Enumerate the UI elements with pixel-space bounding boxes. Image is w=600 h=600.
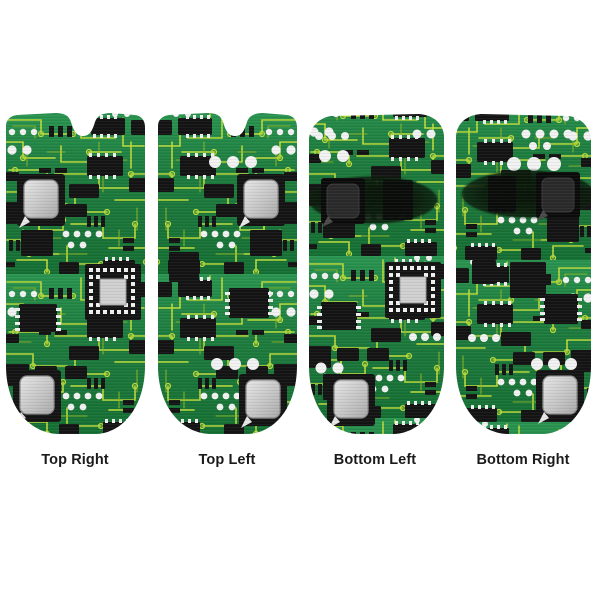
sock-top-right[interactable] xyxy=(3,112,148,437)
sock-bottom-right[interactable] xyxy=(452,112,597,437)
sock-bottom-right-art xyxy=(456,114,591,434)
sock-top-left[interactable] xyxy=(155,112,300,437)
sock-label-top-left: Top Left xyxy=(198,452,256,468)
sock-bottom-left-art xyxy=(309,114,444,434)
sock-bottom-left[interactable] xyxy=(305,112,450,437)
sock-label-bottom-left: Bottom Left xyxy=(333,452,417,468)
sock-label-bottom-right: Bottom Right xyxy=(476,452,570,468)
sock-top-left-art xyxy=(158,113,297,434)
sock-label-top-right: Top Right xyxy=(41,452,109,468)
sock-top-right-art xyxy=(6,113,145,434)
